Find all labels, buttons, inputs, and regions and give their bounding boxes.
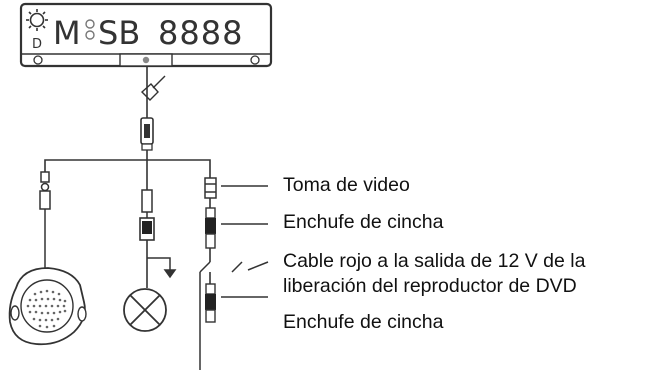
main-cable bbox=[140, 66, 166, 118]
red-cable-leader bbox=[247, 261, 269, 271]
label-red-cable-line1: Cable rojo a la salida de 12 V de la bbox=[283, 250, 586, 272]
display-indicator-letter: D bbox=[32, 37, 42, 52]
display-dot-bottom bbox=[85, 30, 95, 40]
ground-icon bbox=[147, 257, 177, 279]
speaker-icon bbox=[8, 267, 87, 346]
lamp-icon bbox=[123, 288, 167, 332]
rca-plug-icon-1 bbox=[205, 207, 216, 249]
video-jack-icon bbox=[204, 177, 217, 199]
label-video-jack: Toma de video bbox=[283, 174, 410, 196]
label-rca-plug-1: Enchufe de cincha bbox=[283, 211, 444, 233]
display-mode-letter: M bbox=[53, 14, 81, 52]
display-dot-top bbox=[85, 19, 95, 29]
left-branch bbox=[39, 171, 51, 270]
label-red-cable-line2: liberación del reproductor de DVD bbox=[283, 275, 577, 297]
gear-icon bbox=[26, 9, 48, 31]
fuse-icon bbox=[140, 117, 154, 151]
middle-branch bbox=[141, 189, 153, 218]
display-digits: 8888 bbox=[158, 14, 243, 52]
branch-bus bbox=[44, 159, 211, 178]
label-rca-plug-2: Enchufe de cincha bbox=[283, 311, 444, 333]
display-unit bbox=[19, 2, 273, 68]
display-prefix: SB bbox=[98, 14, 140, 52]
rca-plug-icon-2 bbox=[205, 283, 216, 323]
red-cable-break bbox=[199, 261, 243, 273]
connector-block-icon bbox=[139, 217, 155, 241]
